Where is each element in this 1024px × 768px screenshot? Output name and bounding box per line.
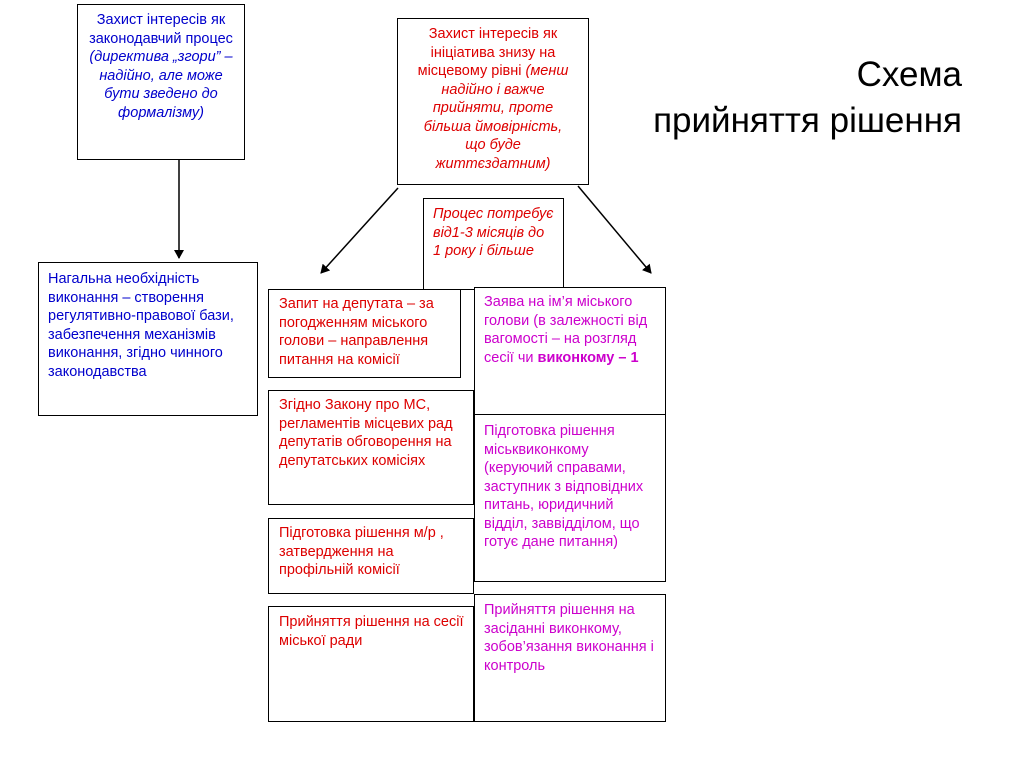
- committee-discussion-box: Згідно Закону про МС, регламентів місцев…: [268, 390, 474, 505]
- deputy-request-text: Запит на депутата – за погодженням міськ…: [279, 296, 434, 368]
- executive-decision-prep-text: Підготовка рішення міськвиконкому (керую…: [484, 423, 644, 550]
- process-duration-text: Процес потребує від1-3 місяців до 1 року…: [433, 206, 554, 259]
- deputy-request-box: Запит на депутата – за погодженням міськ…: [268, 289, 461, 378]
- title-line-1: Схема: [856, 55, 962, 94]
- mayor-statement-bold-text: виконкому – 1: [537, 349, 639, 366]
- committee-discussion-text: Згідно Закону про МС, регламентів місцев…: [279, 397, 453, 469]
- arrow-to-right-column: [577, 185, 652, 274]
- executive-meeting-adopt-box: Прийняття рішення на засіданні виконкому…: [474, 594, 666, 722]
- legislative-process-note: (директива „згори” – надійно, але може б…: [89, 49, 233, 121]
- local-initiative-text: Захист інтересів як ініціатива знизу на …: [417, 26, 558, 79]
- council-session-adopt-text: Прийняття рішення на сесії міської ради: [279, 614, 464, 649]
- legislative-process-box: Захист інтересів як законодавчий процес …: [77, 4, 245, 160]
- legislative-process-text: Захист інтересів як законодавчий процес: [89, 12, 233, 47]
- council-decision-prep-text: Підготовка рішення м/р , затвердження на…: [279, 525, 444, 578]
- local-initiative-box: Захист інтересів як ініціатива знизу на …: [397, 18, 589, 185]
- mayor-statement-box: Заява на ім’я міського голови (в залежно…: [474, 287, 666, 416]
- mayor-statement-text: Заява на ім’я міського голови (в залежно…: [484, 294, 648, 366]
- title-line-2: прийняття рішення: [653, 101, 962, 140]
- executive-decision-prep-box: Підготовка рішення міськвиконкому (керую…: [474, 414, 666, 582]
- council-session-adopt-box: Прийняття рішення на сесії міської ради: [268, 606, 474, 722]
- council-decision-prep-box: Підготовка рішення м/р , затвердження на…: [268, 518, 474, 594]
- arrow-to-left-column: [320, 187, 399, 274]
- executive-meeting-adopt-text: Прийняття рішення на засіданні виконкому…: [484, 602, 654, 674]
- execution-need-box: Нагальна необхідність виконання – створе…: [38, 262, 258, 416]
- local-initiative-note: (менш надійно і важче прийняти, проте бі…: [423, 63, 569, 172]
- process-duration-box: Процес потребує від1-3 місяців до 1 року…: [423, 198, 564, 290]
- execution-need-text: Нагальна необхідність виконання – створе…: [48, 271, 234, 380]
- slide-title: Схема прийняття рішення: [653, 52, 962, 144]
